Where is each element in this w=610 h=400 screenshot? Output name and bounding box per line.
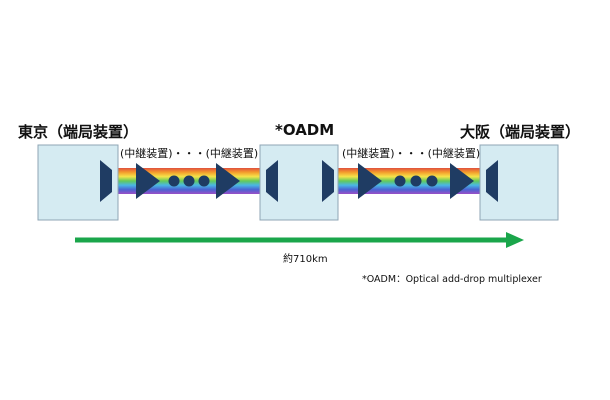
oadm-label: *OADM: [275, 121, 334, 139]
dots-icon: [394, 175, 438, 187]
trapezoid-connector-icon: [266, 160, 278, 202]
tokyo-label: 東京（端局装置）: [18, 123, 138, 141]
distance-label: 約710km: [283, 252, 328, 265]
amplifier-triangle-icon: [450, 163, 474, 199]
amplifier-triangle-icon: [216, 163, 240, 199]
osaka-label: 大阪（端局装置）: [460, 123, 580, 141]
trapezoid-connector-icon: [322, 160, 334, 202]
trapezoid-connector-icon: [486, 160, 498, 202]
repeater-label-right: (中継装置)・・・(中継装置): [342, 146, 480, 160]
amplifier-triangle-icon: [136, 163, 160, 199]
dots-icon: [168, 175, 210, 187]
arrow-head-icon: [506, 232, 524, 248]
footnote: *OADM：Optical add-drop multiplexer: [362, 274, 542, 285]
repeater-label-left: (中継装置)・・・(中継装置): [120, 146, 258, 160]
trapezoid-connector-icon: [100, 160, 112, 202]
amplifier-triangle-icon: [358, 163, 382, 199]
